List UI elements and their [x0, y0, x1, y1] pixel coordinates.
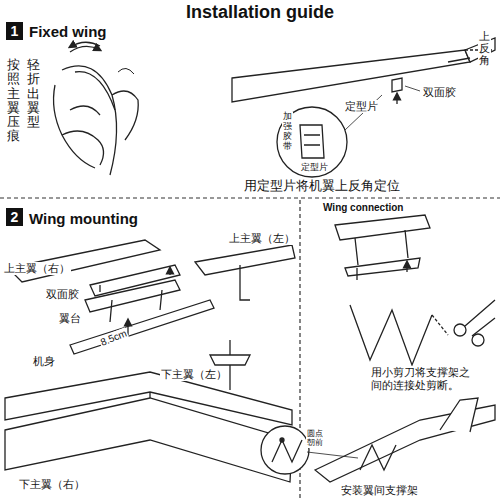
hand-fold-figure-part — [112, 91, 138, 140]
dihedral-label: 上反角 — [478, 30, 491, 66]
strut-figure-part — [350, 305, 432, 365]
hand-fold-figure-part — [70, 46, 100, 52]
strut-figure-part — [345, 258, 420, 276]
part-label: 翼台 — [58, 312, 82, 325]
hand-fold-figure — [54, 42, 139, 175]
strut-figure-part — [432, 315, 448, 335]
step-number: 1 — [11, 23, 19, 39]
wing-mounting-figure-part — [110, 290, 162, 322]
strut-figure-part — [355, 230, 408, 265]
strut-figure-part — [261, 426, 309, 474]
part-label: 机身 — [32, 355, 56, 368]
hand-fold-figure-part — [75, 72, 115, 110]
wing-dihedral-figure-part — [405, 86, 420, 91]
section-divider — [0, 198, 500, 500]
instruction-text: 用定型片将机翼上反角定位 — [243, 179, 401, 194]
hand-fold-figure-part — [70, 106, 100, 115]
wing-dihedral-figure-part — [277, 107, 347, 177]
step-number-box: 2 — [6, 208, 23, 226]
wing-mounting-figure — [5, 240, 295, 482]
strut-figure-part — [272, 440, 302, 462]
hand-fold-figure-part — [62, 66, 117, 175]
instruction-text: 轻折出翼型 — [26, 58, 41, 129]
strut-figure-part — [454, 324, 466, 336]
instruction-text: 安装翼间支撑架 — [340, 484, 419, 497]
hand-fold-figure-part — [70, 42, 100, 47]
step-heading: Wing mounting — [28, 210, 139, 227]
part-label: 双面胶 — [45, 288, 80, 301]
part-label: 下主翼（右） — [18, 478, 86, 491]
wing-mounting-figure-part — [5, 398, 292, 482]
wing-mounting-figure-part — [195, 245, 295, 275]
wing-dihedral-figure-part — [448, 58, 470, 62]
part-label: 定型片 — [344, 100, 379, 113]
wing-dihedral-figure-part — [300, 125, 324, 158]
note-label: 圆点朝前 — [306, 430, 326, 448]
wing-dihedral-figure-part — [392, 78, 402, 92]
strut-figure-part — [357, 262, 407, 280]
strut-figure-part — [360, 445, 396, 470]
strut-figure-part — [280, 438, 284, 442]
section-divider-part — [0, 197, 500, 198]
wing-mounting-figure-part — [210, 355, 250, 365]
step-heading: Fixed wing — [28, 23, 108, 40]
part-label: 上主翼（左） — [228, 232, 296, 245]
hand-fold-figure-part — [118, 68, 134, 74]
part-label: 双面胶 — [422, 86, 457, 99]
dimension: 8.5cm — [98, 327, 129, 349]
wing-dihedral-figure-part — [304, 135, 320, 145]
hand-fold-figure-part — [54, 85, 95, 168]
wing-dihedral-figure-part — [345, 95, 382, 130]
step-number: 2 — [11, 209, 19, 225]
instruction-text: 用小剪刀将支撑架之间的连接处剪断。 — [370, 366, 474, 391]
wing-dihedral-figure-part — [396, 94, 397, 104]
wing-mounting-figure-part — [100, 268, 170, 292]
wing-mounting-figure-part — [85, 280, 180, 312]
step-heading: Wing connection — [322, 202, 404, 214]
diagram-title: Installation guide — [186, 2, 334, 23]
hand-fold-figure-part — [62, 131, 104, 165]
step-number-box: 1 — [6, 22, 23, 40]
strut-figure-part — [465, 300, 495, 336]
strut-figure-part — [335, 215, 430, 240]
instruction-text: 按照主翼压痕 — [6, 58, 21, 144]
strut-figure-part — [472, 334, 484, 346]
part-label: 定型片 — [300, 162, 329, 172]
strut-figure-part — [440, 398, 478, 432]
wing-mounting-figure-part — [149, 392, 150, 398]
wing-dihedral-figure-part — [232, 50, 470, 102]
wing-mounting-figure-part — [70, 300, 214, 354]
part-label: 上主翼（右） — [3, 262, 71, 275]
part-label: 下主翼（左） — [160, 368, 228, 381]
part-label: 加强胶带 — [282, 112, 293, 152]
strut-figure-part — [307, 452, 358, 458]
wing-mounting-figure-part — [240, 265, 250, 300]
wing-dihedral-figure — [232, 38, 495, 177]
strut-figure — [261, 215, 495, 482]
